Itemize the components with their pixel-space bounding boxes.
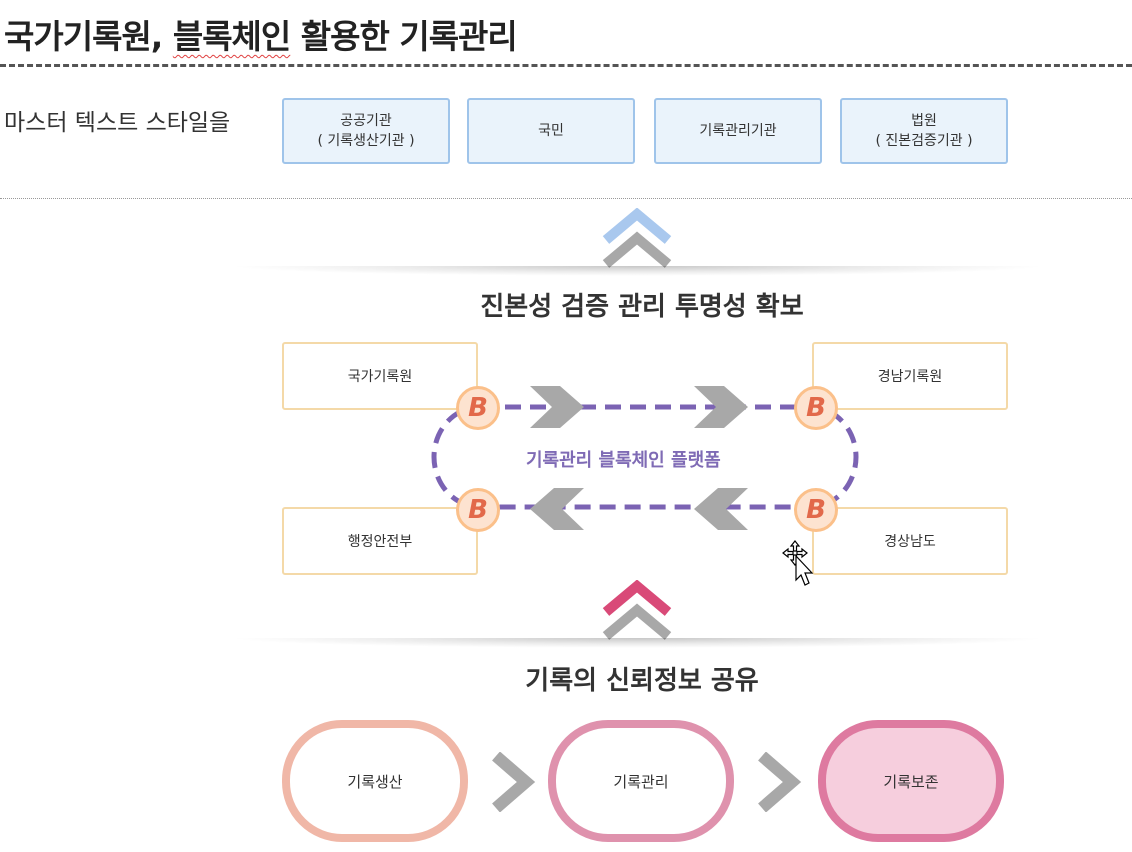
chevron-right-icon — [492, 752, 536, 812]
blockchain-node-icon: B — [794, 386, 838, 430]
participant-court: 법원 ( 진본검증기관 ) — [840, 98, 1008, 164]
master-text-placeholder[interactable]: 마스터 텍스트 스타일을 — [4, 110, 231, 136]
chevron-right-icon — [758, 752, 802, 812]
arrow-right-icon — [694, 386, 748, 428]
org-label: 국가기록원 — [347, 369, 413, 385]
arrow-right-icon — [530, 386, 584, 428]
section1-shadow — [228, 266, 1048, 276]
blockchain-node-icon: B — [456, 386, 500, 430]
platform-label: 기록관리 블록체인 플랫폼 — [526, 450, 721, 471]
participant-public-agency: 공공기관 ( 기록생산기관 ) — [282, 98, 450, 164]
arrow-left-icon — [530, 488, 584, 530]
org-label: 경상남도 — [884, 534, 936, 550]
flow-step-preserve: 기록보존 — [818, 720, 1004, 842]
blockchain-node-icon: B — [456, 488, 500, 532]
participant-line1: 법원 — [911, 113, 937, 129]
participant-line2: ( 진본검증기관 ) — [875, 133, 973, 149]
org-gyeongnam-archives: 경남기록원 — [812, 342, 1008, 410]
flow-step-manage: 기록관리 — [548, 720, 734, 842]
title-divider — [0, 64, 1132, 67]
arrow-left-icon — [694, 488, 748, 530]
chevron-up-red-icon — [602, 580, 672, 640]
section1-heading: 진본성 검증 관리 투명성 확보 — [480, 292, 804, 322]
title-part3: 활용한 기록관리 — [290, 17, 518, 56]
section2-heading: 기록의 신뢰정보 공유 — [525, 666, 759, 696]
blockchain-node-icon: B — [794, 488, 838, 532]
mouse-cursor-icon — [782, 540, 814, 586]
chevron-up-blue-icon — [602, 208, 672, 268]
participant-line1: 공공기관 — [340, 113, 392, 129]
participant-line2: ( 기록생산기관 ) — [317, 133, 415, 149]
title-part1: 국가기록원, — [4, 17, 173, 56]
flow-label: 기록보존 — [883, 772, 939, 791]
flow-step-produce: 기록생산 — [282, 720, 468, 842]
org-label: 행정안전부 — [347, 534, 413, 550]
slide-title: 국가기록원, 블록체인 활용한 기록관리 — [4, 10, 518, 58]
dotted-divider — [0, 198, 1132, 199]
flow-label: 기록생산 — [347, 772, 403, 791]
title-part2: 블록체인 — [172, 17, 291, 56]
participant-line1: 기록관리기관 — [699, 123, 777, 139]
section2-shadow — [228, 638, 1048, 648]
org-label: 경남기록원 — [877, 369, 943, 385]
participant-citizens: 국민 — [467, 98, 635, 164]
participant-records-agency: 기록관리기관 — [654, 98, 822, 164]
participant-line1: 국민 — [538, 123, 564, 139]
flow-label: 기록관리 — [613, 772, 669, 791]
org-gyeongsangnam-province: 경상남도 — [812, 507, 1008, 575]
org-national-archives: 국가기록원 — [282, 342, 478, 410]
org-ministry-interior: 행정안전부 — [282, 507, 478, 575]
